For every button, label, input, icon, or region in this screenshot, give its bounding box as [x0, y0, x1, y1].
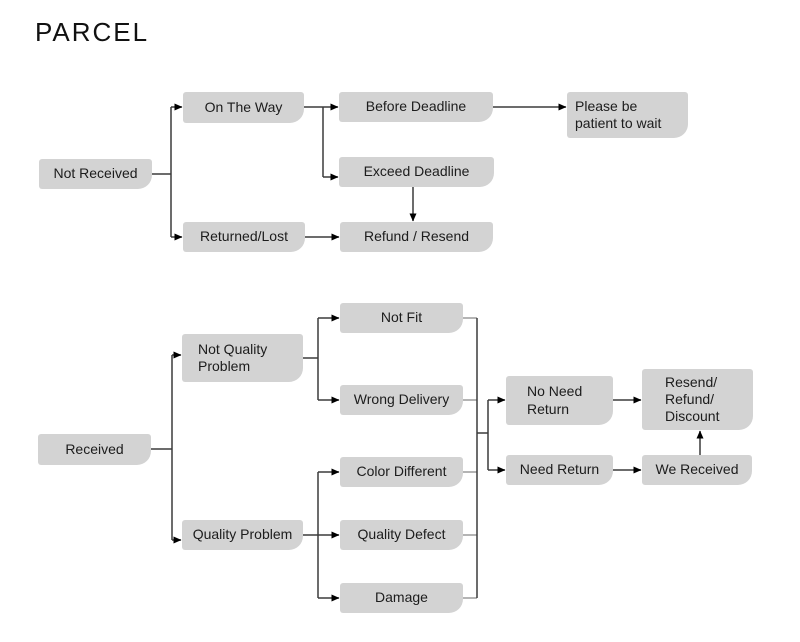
node-we-received: We Received — [642, 455, 752, 485]
node-refund-resend: Refund / Resend — [340, 222, 493, 252]
node-returned-lost: Returned/Lost — [183, 222, 305, 252]
node-received: Received — [38, 434, 151, 465]
node-before-deadline: Before Deadline — [339, 92, 493, 122]
node-resend-refund-discount: Resend/ Refund/ Discount — [642, 369, 753, 430]
node-quality-defect: Quality Defect — [340, 520, 463, 550]
node-need-return: Need Return — [506, 455, 613, 485]
node-not-received: Not Received — [39, 159, 152, 189]
node-not-fit: Not Fit — [340, 303, 463, 333]
node-please-wait: Please be patient to wait — [567, 92, 688, 138]
node-no-need-return: No Need Return — [506, 376, 613, 425]
node-exceed-deadline: Exceed Deadline — [339, 157, 494, 187]
node-damage: Damage — [340, 583, 463, 613]
node-wrong-delivery: Wrong Delivery — [340, 385, 463, 415]
node-on-the-way: On The Way — [183, 92, 304, 123]
page-title: PARCEL — [35, 17, 150, 47]
node-not-quality-problem: Not Quality Problem — [182, 334, 303, 382]
node-quality-problem: Quality Problem — [182, 520, 303, 550]
node-color-different: Color Different — [340, 457, 463, 487]
